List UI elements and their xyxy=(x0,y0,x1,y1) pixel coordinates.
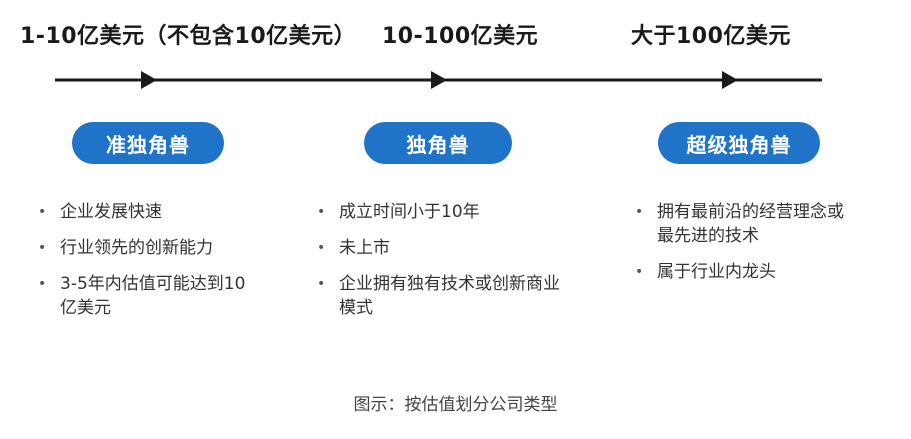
range-label-3: 大于100亿美元 xyxy=(631,24,791,49)
list-item: • 属于行业内龙头 xyxy=(633,260,858,284)
bullet-dot-icon: • xyxy=(38,240,47,256)
bullet-dot-icon: • xyxy=(635,204,644,220)
list-item-text: 企业发展快速 xyxy=(60,202,162,222)
figure-caption: 图示：按估值划分公司类型 xyxy=(353,395,558,415)
timeline-axis xyxy=(55,71,822,89)
list-item: • 3-5年内估值可能达到10亿美元 xyxy=(36,272,256,320)
list-item: • 企业拥有独有技术或创新商业模式 xyxy=(315,272,570,320)
list-item: • 拥有最前沿的经营理念或最先进的技术 xyxy=(633,200,858,248)
timeline-arrow-1 xyxy=(141,71,157,89)
list-item: • 行业领先的创新能力 xyxy=(36,236,256,260)
bullet-dot-icon: • xyxy=(317,276,326,292)
list-item-text: 行业领先的创新能力 xyxy=(60,238,213,258)
pill-unicorn: 独角兽 xyxy=(364,122,512,164)
pill-quasi-unicorn: 准独角兽 xyxy=(72,122,224,164)
bullet-list-super-unicorn: • 拥有最前沿的经营理念或最先进的技术 • 属于行业内龙头 xyxy=(633,200,858,296)
list-item: • 未上市 xyxy=(315,236,570,260)
bullet-dot-icon: • xyxy=(317,204,326,220)
list-item: • 企业发展快速 xyxy=(36,200,256,224)
list-item-text: 拥有最前沿的经营理念或最先进的技术 xyxy=(657,202,844,246)
list-item: • 成立时间小于10年 xyxy=(315,200,570,224)
bullet-dot-icon: • xyxy=(38,204,47,220)
timeline-arrow-2 xyxy=(431,71,447,89)
range-label-2: 10-100亿美元 xyxy=(382,24,539,49)
bullet-dot-icon: • xyxy=(635,264,644,280)
bullet-list-quasi-unicorn: • 企业发展快速 • 行业领先的创新能力 • 3-5年内估值可能达到10亿美元 xyxy=(36,200,256,332)
list-item-text: 企业拥有独有技术或创新商业模式 xyxy=(339,274,560,318)
list-item-text: 3-5年内估值可能达到10亿美元 xyxy=(60,274,246,318)
range-label-1: 1-10亿美元（不包含10亿美元） xyxy=(20,24,357,49)
bullet-dot-icon: • xyxy=(38,276,47,292)
pill-super-unicorn: 超级独角兽 xyxy=(658,122,820,164)
list-item-text: 未上市 xyxy=(339,238,390,258)
list-item-text: 成立时间小于10年 xyxy=(339,202,480,222)
bullet-list-unicorn: • 成立时间小于10年 • 未上市 • 企业拥有独有技术或创新商业模式 xyxy=(315,200,570,332)
list-item-text: 属于行业内龙头 xyxy=(657,262,776,282)
bullet-dot-icon: • xyxy=(317,240,326,256)
timeline-arrow-3 xyxy=(722,71,738,89)
